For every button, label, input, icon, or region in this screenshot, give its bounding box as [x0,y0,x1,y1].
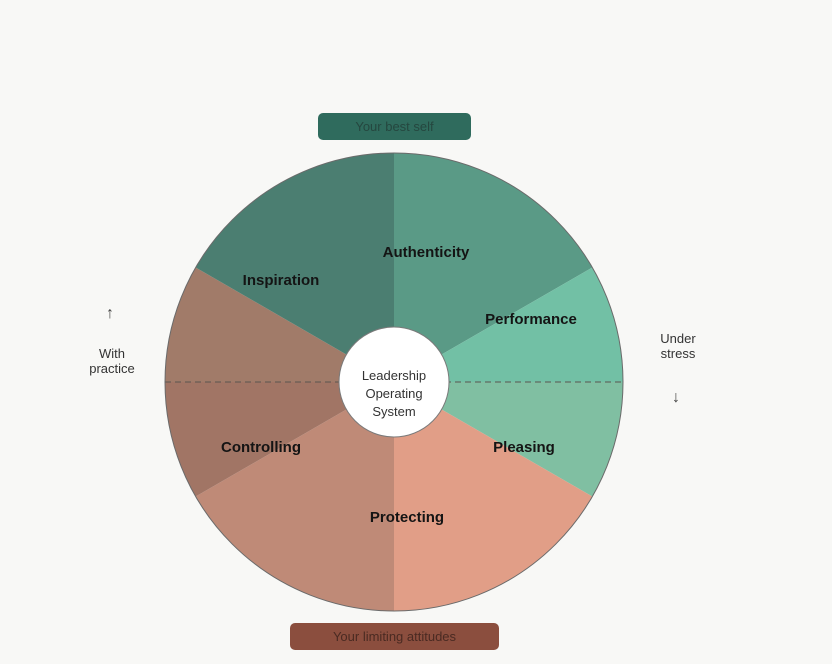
under-stress-line-2: stress [660,346,696,361]
under-stress-note: Under stress [646,331,710,361]
wheel-outline [164,152,624,612]
center-label-line-3: System [372,404,415,419]
wedge-protecting [394,382,593,611]
with-practice-note: With practice [80,346,144,376]
with-practice-line-1: With [99,346,125,361]
wedge-group [165,153,623,611]
segment-label-controlling: Controlling [221,439,301,456]
center-label-line-1: Leadership [362,368,426,383]
arrow-down-icon: ↓ [672,389,680,406]
limiting-attitudes-badge: Your limiting attitudes [290,623,499,650]
wedge-performance [394,267,623,382]
with-practice-line-2: practice [89,361,135,376]
segment-label-protecting: Protecting [370,509,444,526]
segment-label-authenticity: Authenticity [383,244,470,261]
wedge-inspiration-lower [165,267,394,382]
segment-label-performance: Performance [485,311,577,328]
wedge-authenticity [394,153,593,382]
best-self-badge: Your best self [318,113,471,140]
center-label-line-2: Operating [365,386,422,401]
arrow-up-icon: ↑ [106,305,114,322]
wedge-controlling-left [165,382,394,497]
segment-label-pleasing: Pleasing [493,439,555,456]
wedge-controlling [195,382,394,611]
under-stress-line-1: Under [660,331,696,346]
segment-label-inspiration: Inspiration [243,272,320,289]
wedge-inspiration [195,153,394,382]
center-circle [338,326,450,438]
wedge-pleasing [394,382,623,497]
